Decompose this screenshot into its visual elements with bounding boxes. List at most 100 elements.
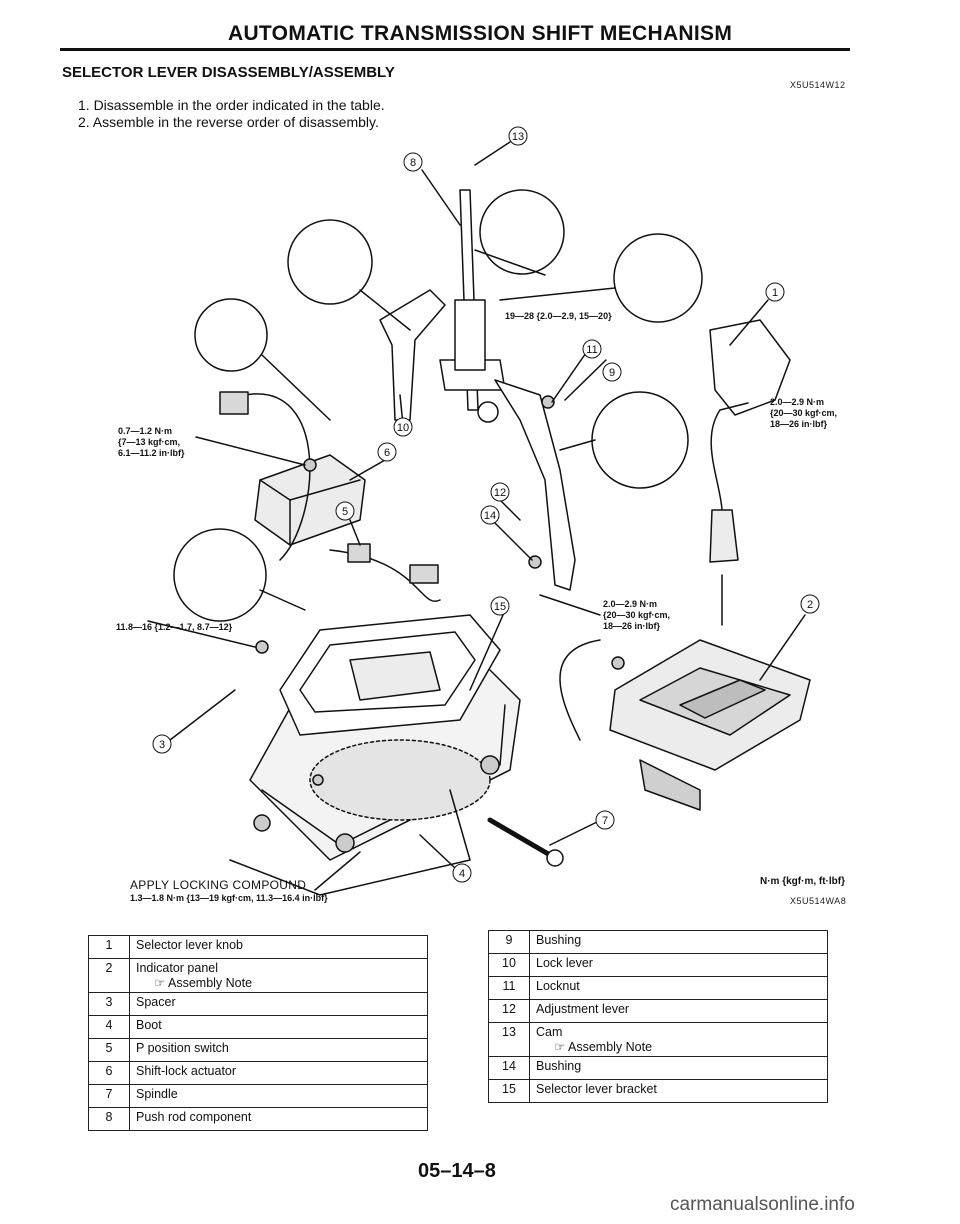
grease-callout-icon bbox=[287, 219, 373, 305]
part-number: 12 bbox=[488, 999, 530, 1023]
callout-1: 1 bbox=[765, 282, 785, 302]
callout-4-label: 4 bbox=[459, 868, 465, 880]
table-row: 2 Indicator panel☞ Assembly Note bbox=[88, 958, 428, 993]
part-number: 9 bbox=[488, 930, 530, 954]
grease-callout-icon bbox=[613, 233, 703, 323]
callout-5: 5 bbox=[335, 501, 355, 521]
callout-10: 10 bbox=[393, 417, 413, 437]
part-number: 15 bbox=[488, 1079, 530, 1103]
part-number: 1 bbox=[88, 935, 130, 959]
part-number: 14 bbox=[488, 1056, 530, 1080]
part-name: Shift-lock actuator bbox=[129, 1061, 428, 1085]
callout-5-label: 5 bbox=[342, 506, 348, 518]
apply-locking-compound-label: APPLY LOCKING COMPOUND bbox=[130, 878, 307, 892]
spindle bbox=[487, 817, 553, 858]
part-name: Selector lever bracket bbox=[529, 1079, 828, 1103]
part-name: Indicator panel bbox=[136, 961, 219, 975]
part-name: Boot bbox=[129, 1015, 428, 1039]
callout-11: 11 bbox=[582, 339, 602, 359]
boot bbox=[229, 789, 471, 896]
page-title: AUTOMATIC TRANSMISSION SHIFT MECHANISM bbox=[228, 22, 733, 45]
callout-3: 3 bbox=[152, 734, 172, 754]
callout-7: 7 bbox=[595, 810, 615, 830]
grease-callout-icon bbox=[173, 528, 267, 622]
torque-spec-2: 19—28 {2.0—2.9, 15—20} bbox=[505, 311, 612, 321]
section-heading: SELECTOR LEVER DISASSEMBLY/ASSEMBLY bbox=[62, 64, 395, 81]
doc-code-bottom: X5U514WA8 bbox=[790, 896, 847, 906]
callout-14: 14 bbox=[480, 505, 500, 525]
callout-4: 4 bbox=[452, 863, 472, 883]
selector-knob bbox=[709, 319, 791, 416]
units-label: N·m {kgf·m, ft·lbf} bbox=[760, 876, 845, 887]
callout-15-label: 15 bbox=[494, 601, 506, 613]
adjustment-lever bbox=[494, 379, 576, 591]
part-number: 10 bbox=[488, 953, 530, 977]
grease-callout-icon bbox=[479, 189, 565, 275]
torque-spec-3a: 2.0—2.9 N·m bbox=[770, 397, 824, 407]
callout-1-label: 1 bbox=[772, 287, 778, 299]
callout-15: 15 bbox=[490, 596, 510, 616]
part-number: 7 bbox=[88, 1084, 130, 1108]
part-name: P position switch bbox=[129, 1038, 428, 1062]
part-number: 6 bbox=[88, 1061, 130, 1085]
callout-13: 13 bbox=[508, 126, 528, 146]
callout-12-label: 12 bbox=[494, 487, 506, 499]
apply-torque-spec: 1.3—1.8 N·m {13—19 kgf·cm, 11.3—16.4 in·… bbox=[130, 893, 328, 903]
torque-spec-4: 11.8—16 {1.2—1.7, 8.7—12} bbox=[116, 622, 233, 632]
part-number: 5 bbox=[88, 1038, 130, 1062]
part-name: Spacer bbox=[129, 992, 428, 1016]
instruction-1: 1. Disassemble in the order indicated in… bbox=[78, 97, 385, 113]
part-name: Selector lever knob bbox=[129, 935, 428, 959]
torque-spec-5c: 18—26 in·lbf} bbox=[603, 621, 661, 631]
grease-callout-icon bbox=[194, 298, 268, 372]
part-name: Spindle bbox=[129, 1084, 428, 1108]
callout-11-label: 11 bbox=[586, 344, 597, 356]
torque-spec-1c: 6.1—11.2 in·lbf} bbox=[118, 448, 185, 458]
torque-spec-3c: 18—26 in·lbf} bbox=[770, 419, 828, 429]
callout-2-label: 2 bbox=[807, 599, 813, 611]
page-number: 05–14–8 bbox=[418, 1160, 496, 1182]
part-number: 4 bbox=[88, 1015, 130, 1039]
part-name: Cam bbox=[536, 1025, 563, 1039]
callout-8-label: 8 bbox=[410, 157, 416, 169]
part-number: 13 bbox=[488, 1022, 530, 1057]
part-name: Bushing bbox=[529, 930, 828, 954]
callout-6-label: 6 bbox=[384, 447, 390, 459]
watermark: carmanualsonline.info bbox=[670, 1194, 855, 1215]
assembly-note-link: ☞ Assembly Note bbox=[154, 976, 253, 990]
part-name: Push rod component bbox=[129, 1107, 428, 1131]
callout-6: 6 bbox=[377, 442, 397, 462]
callout-14-label: 14 bbox=[484, 510, 496, 522]
title-rule bbox=[60, 48, 850, 51]
torque-spec-5a: 2.0—2.9 N·m bbox=[603, 599, 657, 609]
callout-13-label: 13 bbox=[512, 131, 524, 143]
part-number: 2 bbox=[88, 958, 130, 993]
torque-spec-5b: {20—30 kgf·cm, bbox=[603, 610, 670, 620]
callout-8: 8 bbox=[403, 152, 423, 172]
part-number: 8 bbox=[88, 1107, 130, 1131]
shift-lock-actuator bbox=[254, 454, 366, 546]
part-name: Adjustment lever bbox=[529, 999, 828, 1023]
callout-2: 2 bbox=[800, 594, 820, 614]
callout-9-label: 9 bbox=[609, 367, 615, 379]
callout-7-label: 7 bbox=[602, 815, 608, 827]
part-number: 11 bbox=[488, 976, 530, 1000]
part-name: Lock lever bbox=[529, 953, 828, 977]
lock-lever bbox=[379, 289, 446, 421]
callout-12: 12 bbox=[490, 482, 510, 502]
torque-spec-3b: {20—30 kgf·cm, bbox=[770, 408, 837, 418]
assembly-note-link: ☞ Assembly Note bbox=[554, 1040, 653, 1054]
callout-3-label: 3 bbox=[159, 739, 165, 751]
